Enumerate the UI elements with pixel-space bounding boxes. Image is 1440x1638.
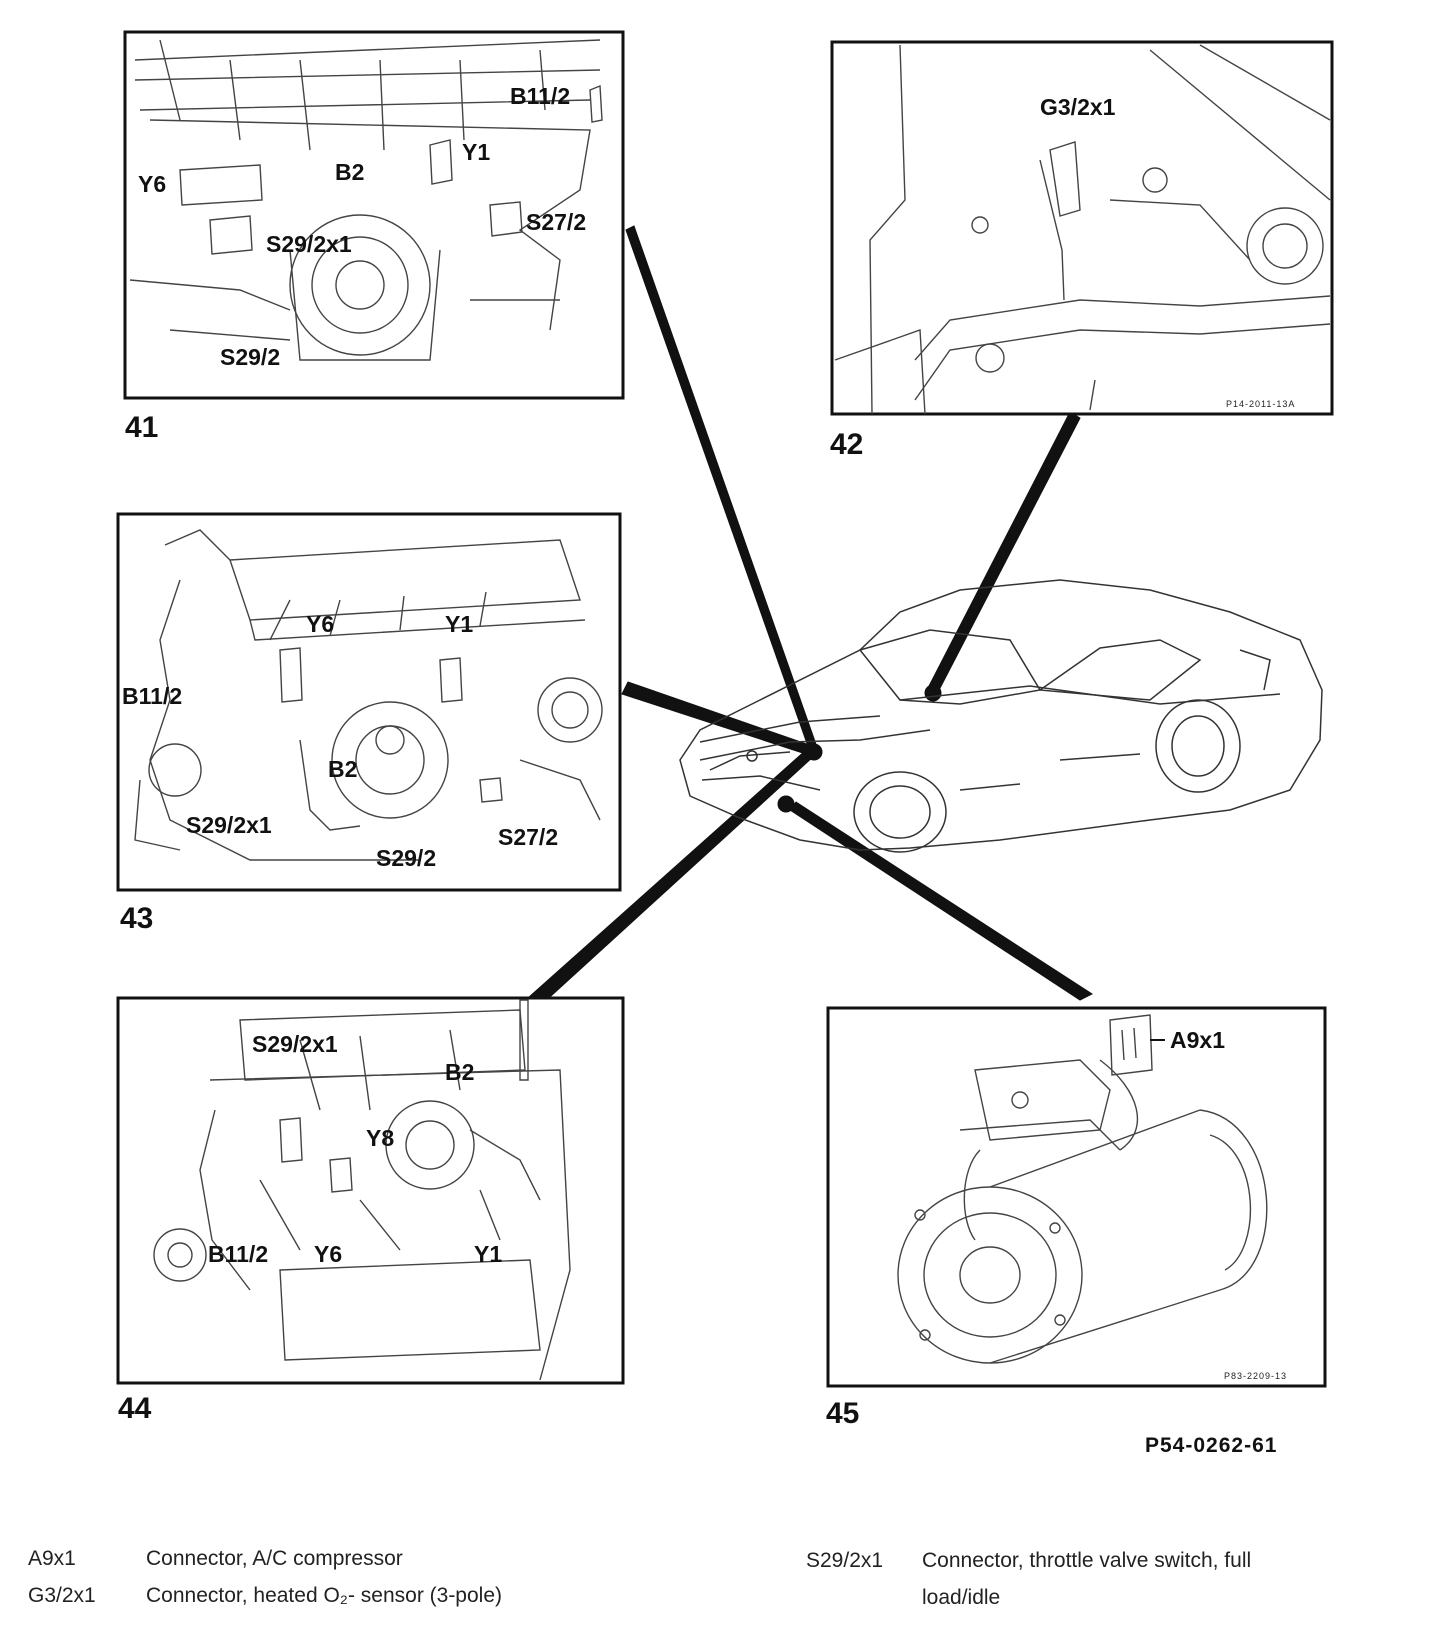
legend-code: A9x1 (28, 1547, 76, 1570)
legend-row: G3/2x1 Connector, heated O₂- sensor (3-p… (28, 1577, 502, 1614)
figure-42-frame (830, 40, 1334, 416)
fig43-label-Y1: Y1 (445, 611, 473, 637)
figure-42-underbody-sketch (834, 44, 1331, 415)
leader-dot-1 (805, 743, 823, 761)
figure-41: B11/2 Y1 Y6 B2 S27/2 S29/2x1 S29/2 41 (123, 30, 625, 444)
fig43-label-B11-2: B11/2 (122, 683, 182, 709)
fig44-label-Y1: Y1 (474, 1241, 502, 1267)
leader-dot-3 (777, 795, 795, 813)
figure-44: S29/2x1 B2 Y8 B11/2 Y6 Y1 44 (116, 996, 625, 1425)
figure-44-frame (116, 996, 625, 1385)
figure-44-engine-sketch (153, 999, 571, 1381)
legend-code (806, 1579, 922, 1616)
figure-41-engine-sketch (129, 39, 603, 361)
figure-41-number: 41 (125, 411, 158, 444)
fig41-label-S29-2x1: S29/2x1 (266, 231, 352, 257)
fig41-label-B2: B2 (335, 159, 364, 185)
legend-code: S29/2x1 (806, 1549, 884, 1572)
fig44-label-Y8: Y8 (366, 1125, 394, 1151)
figure-45: A9x1 P83-2209-13 45 (826, 1006, 1327, 1430)
fig43-label-Y6: Y6 (306, 611, 334, 637)
figure-42: G3/2x1 P14-2011-13A 42 (830, 40, 1334, 461)
fig43-label-S29-2: S29/2 (376, 845, 436, 871)
fig42-ref-code: P14-2011-13A (1226, 399, 1295, 409)
figure-44-number: 44 (118, 1392, 152, 1425)
figure-42-number: 42 (830, 428, 863, 461)
figure-43: Y6 Y1 B11/2 B2 S29/2x1 S29/2 S27/2 43 (116, 512, 622, 935)
leader-fig41 (625, 225, 819, 753)
fig44-label-B2: B2 (445, 1059, 474, 1085)
leader-dot-2 (924, 684, 942, 702)
fig43-label-S29-2x1: S29/2x1 (186, 812, 272, 838)
fig44-label-S29-2x1: S29/2x1 (252, 1031, 338, 1057)
figure-45-frame (826, 1006, 1327, 1388)
fig41-label-S27-2: S27/2 (526, 209, 586, 235)
fig43-label-S27-2: S27/2 (498, 824, 558, 850)
figure-45-number: 45 (826, 1397, 859, 1430)
figure-43-frame (116, 512, 622, 892)
legend-row: load/idle (806, 1579, 1406, 1616)
car-illustration (679, 579, 1323, 853)
legend-desc: Connector, heated O₂- sensor (3-pole) (146, 1584, 503, 1607)
leader-lines (527, 225, 1094, 1007)
fig45-label-A9x1: A9x1 (1170, 1027, 1225, 1053)
legend-desc: Connector, A/C compressor (146, 1547, 403, 1570)
fig45-ref-code: P83-2209-13 (1224, 1371, 1287, 1381)
legend-left: A9x1 Connector, A/C compressor G3/2x1 Co… (28, 1540, 502, 1614)
legend-row: A9x1 Connector, A/C compressor (28, 1540, 502, 1577)
figure-43-engine-sketch (134, 529, 603, 861)
fig41-label-Y1: Y1 (462, 139, 490, 165)
legend-row: S29/2x1 Connector, throttle valve switch… (806, 1542, 1406, 1579)
legend-desc: load/idle (922, 1586, 1001, 1609)
fig41-label-S29-2: S29/2 (220, 344, 280, 370)
figure-45-compressor-sketch (897, 1014, 1268, 1364)
fig44-label-Y6: Y6 (314, 1241, 342, 1267)
legend-desc: Connector, throttle valve switch, full (922, 1549, 1252, 1572)
fig44-label-B11-2: B11/2 (208, 1241, 268, 1267)
fig42-label-G3-2x1: G3/2x1 (1040, 94, 1116, 120)
legend-right: S29/2x1 Connector, throttle valve switch… (806, 1542, 1406, 1616)
leader-fig45 (789, 801, 1094, 1001)
figure-41-frame (123, 30, 625, 400)
fig43-label-B2: B2 (328, 756, 357, 782)
legend-code: G3/2x1 (28, 1584, 96, 1607)
drawing-code: P54-0262-61 (1145, 1434, 1277, 1457)
leader-fig43 (621, 681, 819, 757)
fig41-label-B11-2: B11/2 (510, 83, 570, 109)
leader-fig42 (927, 411, 1081, 693)
fig41-label-Y6: Y6 (138, 171, 166, 197)
figure-43-number: 43 (120, 902, 153, 935)
